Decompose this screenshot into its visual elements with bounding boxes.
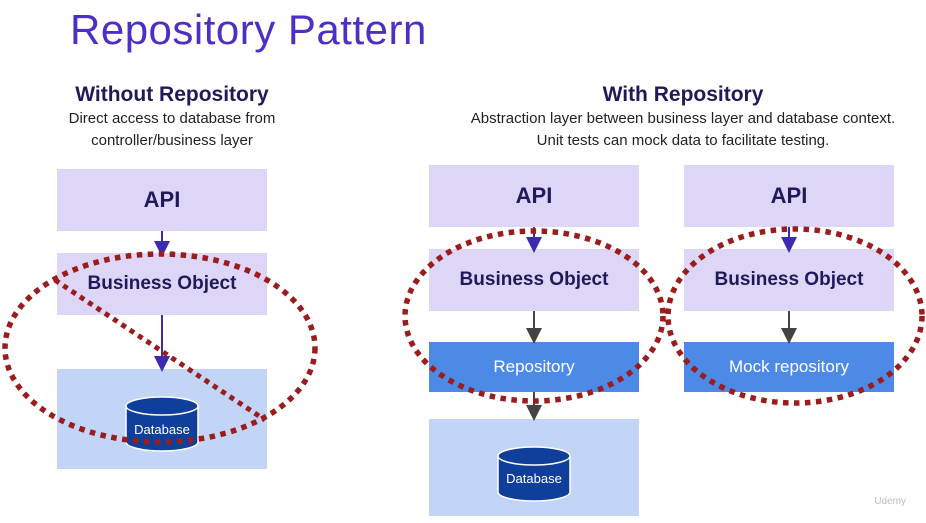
- mock-repository-box: Mock repository: [684, 342, 894, 392]
- middle-repository-box: Repository: [429, 342, 639, 392]
- middle-dotted-ellipse: [402, 228, 666, 404]
- left-api-box: API: [57, 169, 267, 231]
- middle-api-box: API: [429, 165, 639, 227]
- with-repository-desc-line1: Abstraction layer between business layer…: [470, 110, 896, 127]
- page-title: Repository Pattern: [70, 6, 427, 53]
- left-business-object-box: Business Object: [57, 253, 267, 315]
- database-icon: [497, 446, 571, 502]
- without-repository-desc-line1: Direct access to database from: [68, 110, 276, 127]
- middle-business-object-box: Business Object: [429, 249, 639, 311]
- without-repository-heading: Without Repository: [75, 83, 269, 106]
- strike-through-line: [53, 277, 267, 423]
- without-repository-desc-line2: controller/business layer: [91, 132, 253, 149]
- right-dotted-ellipse: [665, 226, 925, 406]
- right-api-box: API: [684, 165, 894, 227]
- udemy-watermark: Udemy: [874, 496, 906, 507]
- with-repository-heading: With Repository: [602, 83, 764, 106]
- without-repository-description: Direct access to database from controlle…: [30, 108, 314, 152]
- left-dotted-ellipse: [2, 251, 318, 445]
- left-database-label: Database: [134, 422, 190, 437]
- right-business-object-box: Business Object: [684, 249, 894, 311]
- with-repository-desc-line2: Unit tests can mock data to facilitate t…: [536, 132, 830, 149]
- middle-database-label: Database: [506, 471, 562, 486]
- with-repository-description: Abstraction layer between business layer…: [440, 108, 926, 152]
- middle-database-cylinder: Database: [496, 446, 572, 502]
